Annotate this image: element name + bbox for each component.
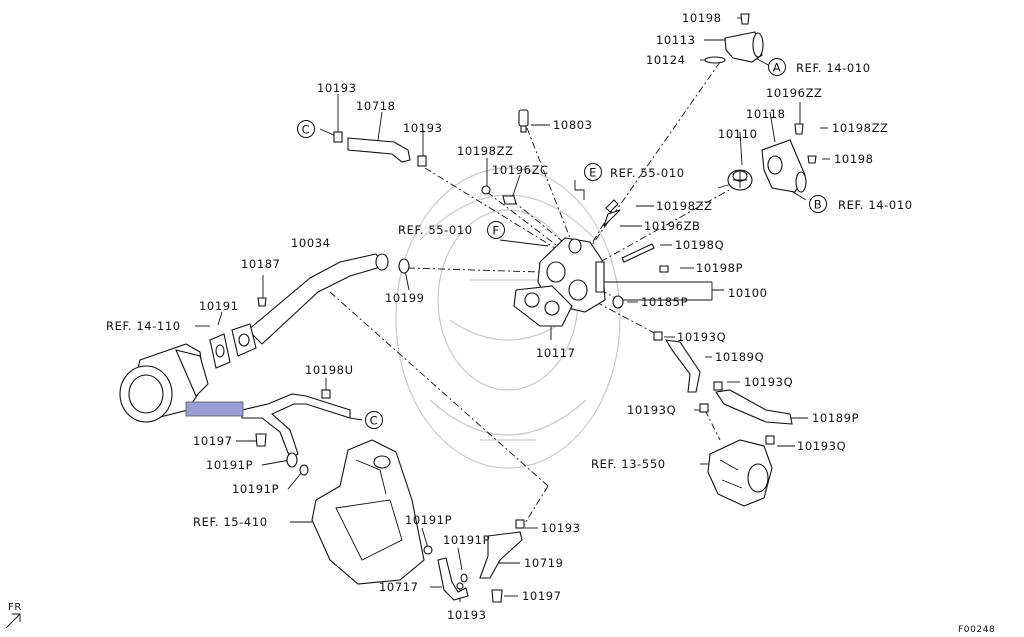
callout-circle-c-top	[297, 120, 315, 138]
callout-letter-e: E	[589, 166, 597, 180]
watermark-emblem	[395, 167, 621, 469]
part-number-label: 10717	[379, 580, 419, 594]
part-number-label: 10193Q	[677, 330, 726, 344]
part-number-label: 10198U	[305, 363, 354, 377]
ref-label: REF. 55-010	[610, 166, 685, 180]
part-number-label: 10110	[718, 127, 758, 141]
ref-label: REF. 55-010	[398, 223, 473, 237]
part-number-label: 10198Q	[675, 238, 724, 252]
callout-letter-b: B	[814, 198, 823, 212]
pipe-10034	[231, 253, 410, 357]
pipe-bypass	[185, 389, 351, 476]
part-number-label: 10193Q	[627, 403, 676, 417]
gasket-10191	[209, 333, 231, 369]
thermostat-case-13-550	[707, 439, 773, 507]
part-number-label: 10193	[317, 81, 357, 95]
part-number-label: 10191	[199, 299, 239, 313]
part-number-label: 10197	[193, 434, 233, 448]
reference-labels: REF. 14-010 REF. 14-010 REF. 55-010 REF.…	[106, 61, 913, 529]
timing-cover-15-410	[311, 439, 425, 585]
part-number-label: 10718	[356, 99, 396, 113]
part-number-label: 10198P	[696, 261, 743, 275]
part-number-label: 10193	[541, 521, 581, 535]
part-number-label: 10118	[746, 107, 786, 121]
sensor-10803	[518, 109, 529, 133]
part-number-label: 10199	[385, 291, 425, 305]
front-marker-label: FR	[8, 602, 22, 613]
part-number-label: 10198	[682, 11, 722, 25]
ref-label: REF. 15-410	[193, 515, 268, 529]
part-number-labels: 10198 10113 10124 10193 10718 10193 1080…	[193, 11, 889, 622]
part-number-label: 10124	[646, 53, 686, 67]
part-number-label: 10193	[403, 121, 443, 135]
part-number-label: 10193	[447, 608, 487, 622]
callout-circles	[297, 58, 827, 429]
part-number-label: 10196ZC	[492, 163, 549, 177]
thermostat-housing-upper	[704, 13, 764, 64]
part-number-label: 10189P	[812, 411, 859, 425]
callout-letter-f: F	[492, 224, 499, 238]
figure-code-label: F00248	[958, 625, 995, 635]
part-number-label: 10189Q	[715, 350, 764, 364]
part-number-label: 10198ZZ	[457, 144, 514, 158]
part-number-label: 10197	[522, 589, 562, 603]
water-pump-assembly	[119, 343, 209, 423]
hose-10718	[333, 131, 427, 167]
gasket-10117	[513, 285, 573, 327]
callout-circle-a	[768, 58, 786, 76]
ref-label: REF. 14-110	[106, 319, 181, 333]
ref-label: REF. 14-010	[796, 61, 871, 75]
callout-letter-c-top: C	[302, 123, 311, 137]
callout-circle-c-bottom	[365, 411, 383, 429]
part-number-label: 10034	[291, 236, 331, 250]
callout-circle-e	[584, 163, 602, 181]
callout-circle-f	[487, 221, 505, 239]
part-number-label: 10193Q	[744, 375, 793, 389]
part-number-label: 10117	[536, 346, 576, 360]
hose-10189Q	[653, 331, 701, 393]
ref-label: REF. 14-010	[838, 198, 913, 212]
highlight-box	[185, 401, 244, 417]
part-number-label: 10191P	[232, 482, 279, 496]
front-arrow	[5, 613, 21, 629]
hose-10719-10717	[423, 519, 525, 603]
part-number-label: 10198	[834, 152, 874, 166]
part-number-label: 10185P	[641, 295, 688, 309]
bolts-cluster	[481, 185, 669, 309]
part-number-label: 10100	[728, 286, 768, 300]
callout-letter-a: A	[773, 61, 781, 75]
callout-circle-b	[809, 195, 827, 213]
ref-label: REF. 13-550	[591, 457, 666, 471]
callout-letter-c-bottom: C	[370, 414, 379, 428]
part-number-label: 10187	[241, 257, 281, 271]
part-number-label: 10719	[524, 556, 564, 570]
hose-10189P	[699, 381, 793, 445]
part-number-label: 10191P	[405, 513, 452, 527]
thermostat-10110	[727, 169, 753, 191]
part-number-label: 10193Q	[797, 439, 846, 453]
part-number-label: 10191P	[206, 458, 253, 472]
water-outlet-fitting	[761, 123, 817, 193]
part-number-label: 10191P	[443, 533, 490, 547]
callout-letters: A B C C E F	[302, 61, 823, 428]
part-number-label: 10113	[656, 33, 696, 47]
part-number-label: 10198ZZ	[656, 199, 713, 213]
part-number-label: 10196ZZ	[766, 86, 823, 100]
part-number-label: 10803	[553, 118, 593, 132]
part-number-label: 10198ZZ	[832, 121, 889, 135]
part-number-label: 10196ZB	[644, 219, 701, 233]
